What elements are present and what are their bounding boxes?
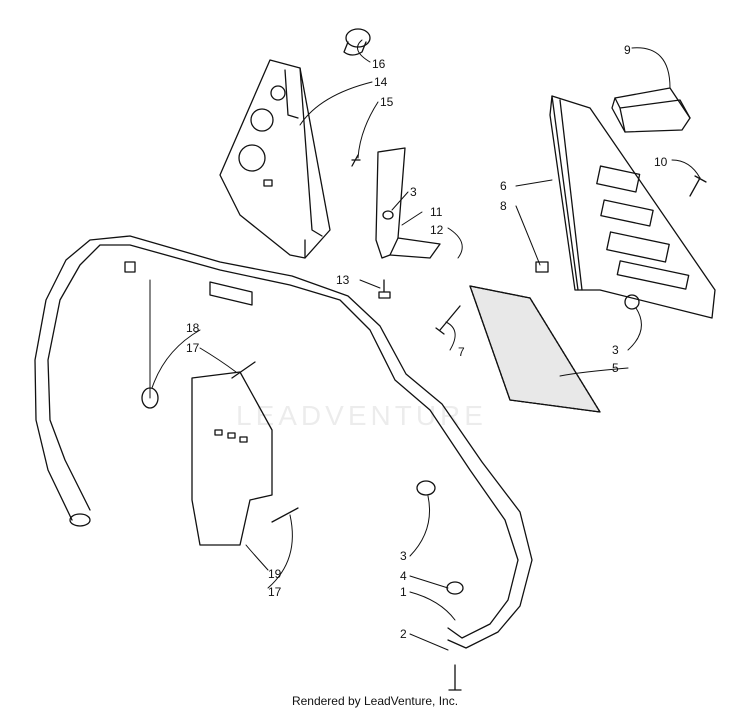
callout-9: 9 (624, 43, 631, 57)
callout-11: 11 (430, 205, 443, 219)
callout-19: 19 (268, 567, 282, 581)
callout-8: 8 (500, 199, 507, 213)
bolt-17b (271, 507, 299, 523)
callout-16: 16 (372, 57, 386, 71)
callout-5: 5 (612, 361, 619, 375)
grommet-b (416, 480, 436, 496)
left-upper-bracket (219, 59, 331, 259)
leader-lines (149, 39, 701, 651)
callout-3-bottom: 3 (400, 549, 407, 563)
callout-4: 4 (400, 569, 407, 583)
knob-part (343, 28, 371, 56)
grommet-c (446, 581, 464, 595)
callout-14: 14 (374, 75, 388, 89)
callout-2: 2 (400, 627, 407, 641)
callout-13: 13 (336, 273, 350, 287)
grommet-a (624, 294, 640, 310)
bolt-17a (231, 361, 256, 379)
lower-plate (191, 371, 273, 546)
pin-part (351, 154, 361, 167)
support-bracket (375, 147, 441, 259)
callout-7: 7 (458, 345, 465, 359)
callout-1: 1 (400, 585, 407, 599)
mesh-screen (469, 285, 601, 413)
render-caption: Rendered by LeadVenture, Inc. (291, 694, 459, 708)
callout-6: 6 (500, 179, 507, 193)
callout-3-right: 3 (612, 343, 619, 357)
block-part (611, 87, 691, 133)
callout-15: 15 (380, 95, 394, 109)
right-panel (549, 95, 716, 319)
pin-7 (435, 305, 461, 335)
callout-17-bottom: 17 (268, 585, 282, 599)
callout-10: 10 (654, 155, 668, 169)
main-bar (34, 235, 533, 649)
screw-10 (689, 175, 707, 197)
watermark-text: LEADVENTURE (236, 400, 487, 431)
callout-18: 18 (186, 321, 200, 335)
callout-12: 12 (430, 223, 444, 237)
bolt-2 (448, 664, 462, 691)
callout-17-top: 17 (186, 341, 200, 355)
callout-3-top: 3 (410, 185, 417, 199)
clip-8 (535, 261, 549, 273)
bolt-13 (378, 279, 391, 299)
